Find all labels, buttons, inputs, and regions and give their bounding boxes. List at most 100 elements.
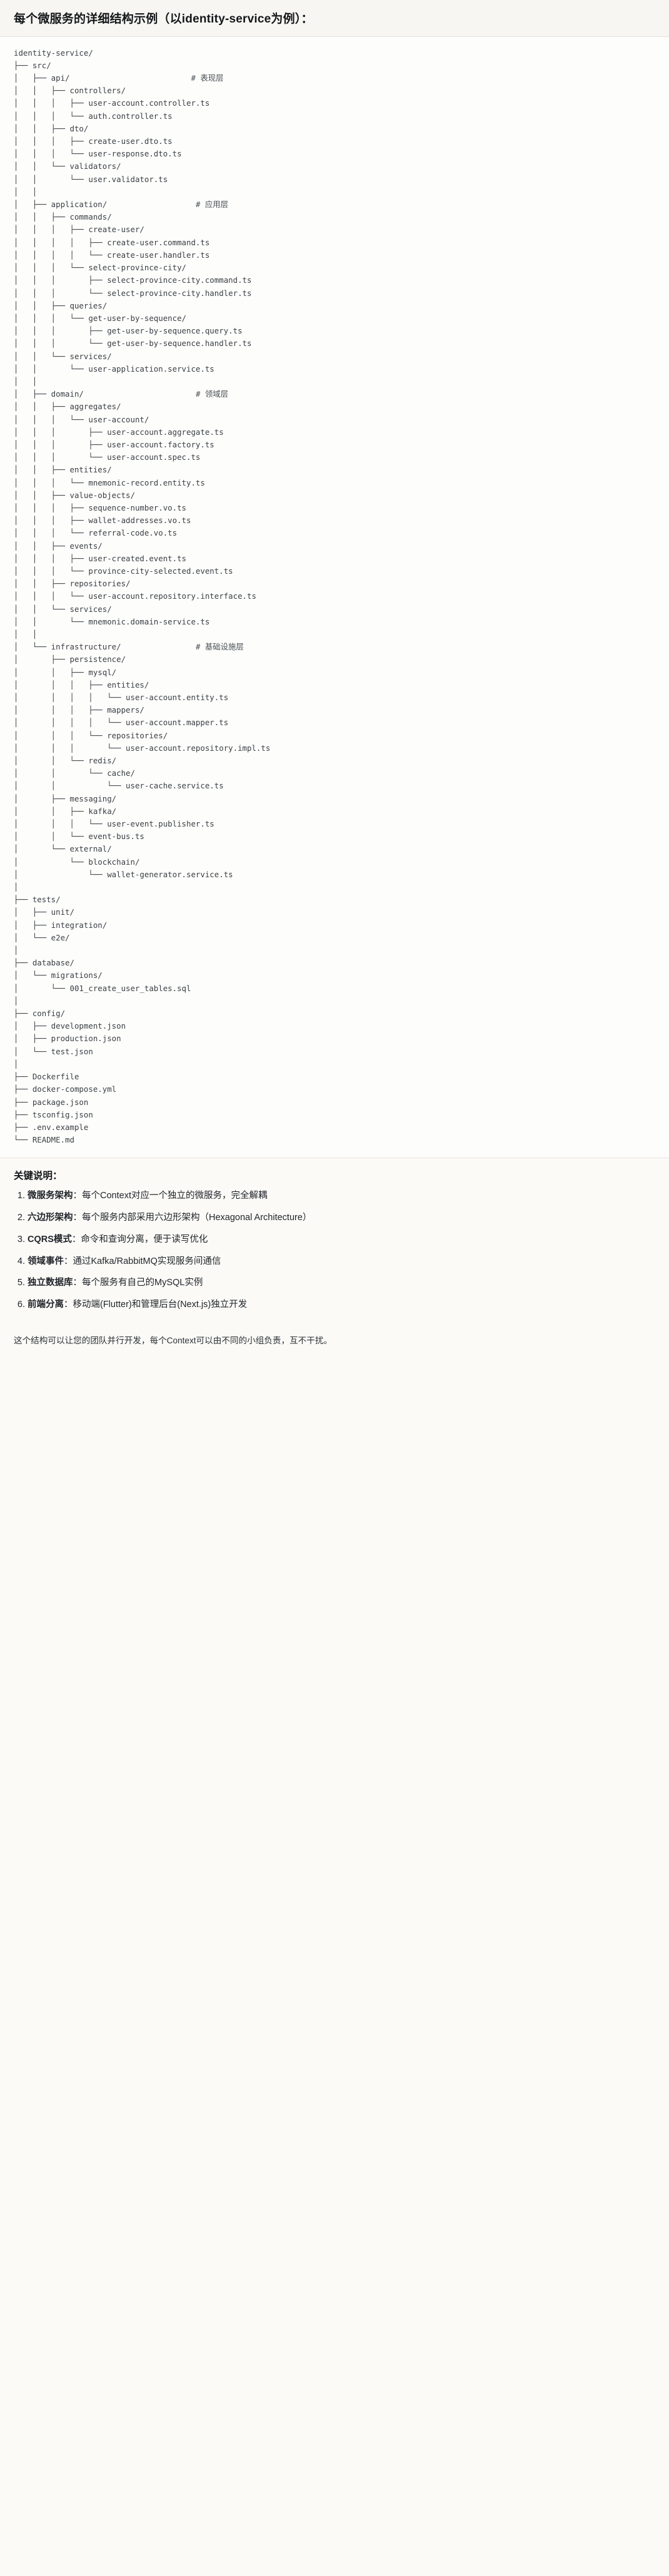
tree-line: │ │ │ ├── get-user-by-sequence.query.ts: [14, 326, 243, 336]
tree-line: │ │ │ └── get-user-by-sequence.handler.t…: [14, 339, 252, 349]
key-note-description: ：通过Kafka/RabbitMQ实现服务间通信: [64, 1256, 221, 1266]
tree-line: │ │ ├── entities/: [14, 465, 112, 475]
key-note-item: 独立数据库：每个服务有自己的MySQL实例: [28, 1276, 655, 1290]
tree-line: │ │ │ ├── create-user.dto.ts: [14, 136, 173, 146]
tree-line: │ │ └── services/: [14, 604, 112, 614]
tree-line: │ │ │ └── get-user-by-sequence/: [14, 313, 187, 323]
tree-line: │ │ │ ├── user-account.factory.ts: [14, 439, 214, 449]
tree-line: │: [14, 882, 19, 892]
tree-line: │ ├── domain/ # 领域层: [14, 388, 655, 400]
tree-line: │ ├── api/ # 表现层: [14, 72, 655, 84]
tree-line: │ └── 001_create_user_tables.sql: [14, 983, 191, 993]
key-note-term: 微服务架构: [28, 1191, 73, 1201]
tree-line: ├── config/: [14, 1009, 66, 1019]
tree-line: │ └── test.json: [14, 1046, 93, 1056]
tree-line: │ │ │ ├── entities/: [14, 680, 149, 690]
tree-line: │ │ │ └── user-event.publisher.ts: [14, 819, 214, 829]
tree-line: │ ├── production.json: [14, 1034, 121, 1044]
tree-line: │ └── migrations/: [14, 970, 103, 980]
tree-line: │ │ │ ├── user-account.aggregate.ts: [14, 427, 224, 437]
key-notes-heading: 关键说明：: [14, 1171, 63, 1182]
key-note-term: CQRS模式: [28, 1234, 72, 1245]
tree-line: │ │ ├── commands/: [14, 212, 112, 222]
tree-line: │ │ │ ├── user-created.event.ts: [14, 553, 187, 563]
tree-line: │ │ │ └── user-response.dto.ts: [14, 149, 182, 159]
tree-line: │ ├── persistence/: [14, 654, 126, 664]
tree-line: │ │ │ └── mnemonic-record.entity.ts: [14, 477, 205, 487]
tree-line-comment: # 领域层: [195, 389, 229, 399]
tree-line: │ ├── messaging/: [14, 793, 117, 803]
page-title: 每个微服务的详细结构示例（以identity-service为例）：: [14, 13, 313, 26]
key-note-description: ：命令和查询分离，便于读写优化: [71, 1234, 208, 1245]
tree-line: │ │ │ └── user-account.repository.interf…: [14, 591, 256, 601]
tree-line: │ │ │ ├── create-user/: [14, 225, 144, 235]
key-note-description: ：移动端(Flutter)和管理后台(Next.js)独立开发: [64, 1300, 248, 1310]
tree-line: │ │ │ ├── select-province-city.command.t…: [14, 275, 252, 285]
tree-line: ├── Dockerfile: [14, 1072, 79, 1082]
tree-line: │ │ │ │ └── create-user.handler.ts: [14, 250, 210, 260]
tree-line: │ │ │ └── user-account/: [14, 414, 149, 424]
tree-line: │ ├── integration/: [14, 920, 108, 930]
tree-line: │ │ └── services/: [14, 351, 112, 361]
tree-line: │ │ │ └── user-account.spec.ts: [14, 452, 201, 462]
tree-line: │ │ ├── mysql/: [14, 667, 117, 677]
tree-line: │ │ │ └── province-city-selected.event.t…: [14, 566, 233, 576]
tree-line-path: │ └── infrastructure/: [14, 642, 196, 652]
tree-line: ├── package.json: [14, 1097, 89, 1107]
key-note-description: ：每个服务有自己的MySQL实例: [73, 1278, 203, 1288]
tree-line: │ │ │ └── select-province-city/: [14, 263, 187, 273]
tree-line: │ │ ├── kafka/: [14, 806, 117, 816]
tree-line: │ └── infrastructure/ # 基础设施层: [14, 641, 655, 653]
tree-line: │ ├── unit/: [14, 907, 74, 917]
tree-line: │ │ │ ├── mappers/: [14, 705, 144, 715]
tree-line: │ │ ├── aggregates/: [14, 402, 121, 412]
directory-tree-block: identity-service/ ├── src/ │ ├── api/ # 表现…: [0, 36, 669, 1158]
tree-line: ├── .env.example: [14, 1122, 89, 1132]
tree-line: └── README.md: [14, 1135, 74, 1145]
tree-line: │ │ │ ├── wallet-addresses.vo.ts: [14, 516, 191, 526]
tree-line: │ │ ├── queries/: [14, 300, 108, 310]
tree-line: │ │ └── mnemonic.domain-service.ts: [14, 616, 210, 626]
tree-line: ├── database/: [14, 958, 74, 968]
tree-line: │ │ ├── dto/: [14, 123, 89, 133]
tree-line: │: [14, 1059, 19, 1069]
tree-line-path: │ ├── api/: [14, 73, 191, 83]
document-header: 每个微服务的详细结构示例（以identity-service为例）：: [0, 0, 669, 37]
tree-line: │ │ ├── repositories/: [14, 579, 131, 589]
tree-line: │ │ ├── value-objects/: [14, 490, 135, 500]
tree-line: │: [14, 995, 19, 1005]
key-note-item: 前端分离：移动端(Flutter)和管理后台(Next.js)独立开发: [28, 1298, 655, 1312]
tree-line: ├── tests/: [14, 895, 61, 905]
tree-line: │ └── external/: [14, 844, 112, 854]
tree-line: │ │ └── redis/: [14, 756, 117, 766]
tree-line: │ └── blockchain/: [14, 857, 140, 867]
tree-line: identity-service/: [14, 48, 93, 58]
tree-line: │ │ └── cache/: [14, 768, 135, 778]
tree-line: │ │: [14, 186, 38, 196]
tree-line: │ │ │ │ └── user-account.entity.ts: [14, 693, 229, 702]
tree-line: │ │ │ ├── sequence-number.vo.ts: [14, 502, 187, 512]
tree-line: │ │ └── event-bus.ts: [14, 832, 144, 842]
tree-line-path: │ ├── domain/: [14, 389, 196, 399]
key-note-term: 前端分离: [28, 1300, 64, 1310]
tree-line-comment: # 基础设施层: [195, 642, 244, 652]
key-note-term: 领域事件: [28, 1256, 64, 1266]
key-note-item: 领域事件：通过Kafka/RabbitMQ实现服务间通信: [28, 1255, 655, 1269]
tree-line: │ │ └── user-cache.service.ts: [14, 781, 224, 791]
key-note-item: CQRS模式：命令和查询分离，便于读写优化: [28, 1233, 655, 1247]
tree-line: │ ├── application/ # 应用层: [14, 198, 655, 211]
tree-line: │ ├── development.json: [14, 1021, 126, 1031]
tree-line: │ │ │ │ ├── create-user.command.ts: [14, 237, 210, 247]
tree-line: │ │ ├── controllers/: [14, 86, 126, 96]
tree-line: │ │ │ └── auth.controller.ts: [14, 111, 173, 121]
tree-line-comment: # 应用层: [195, 200, 229, 210]
key-notes-section: 关键说明： 微服务架构：每个Context对应一个独立的微服务，完全解耦六边形架…: [0, 1158, 669, 1326]
key-note-description: ：每个服务内部采用六边形架构（Hexagonal Architecture）: [73, 1213, 312, 1223]
tree-line: │ │ │ │ └── user-account.mapper.ts: [14, 718, 229, 728]
tree-line: │ │ │ └── repositories/: [14, 730, 168, 740]
tree-line: │: [14, 945, 19, 955]
key-note-description: ：每个Context对应一个独立的微服务，完全解耦: [73, 1191, 268, 1201]
tree-line: │ │ │ └── referral-code.vo.ts: [14, 528, 178, 538]
tree-line: ├── src/: [14, 60, 51, 70]
tree-line: │ └── wallet-generator.service.ts: [14, 869, 233, 879]
